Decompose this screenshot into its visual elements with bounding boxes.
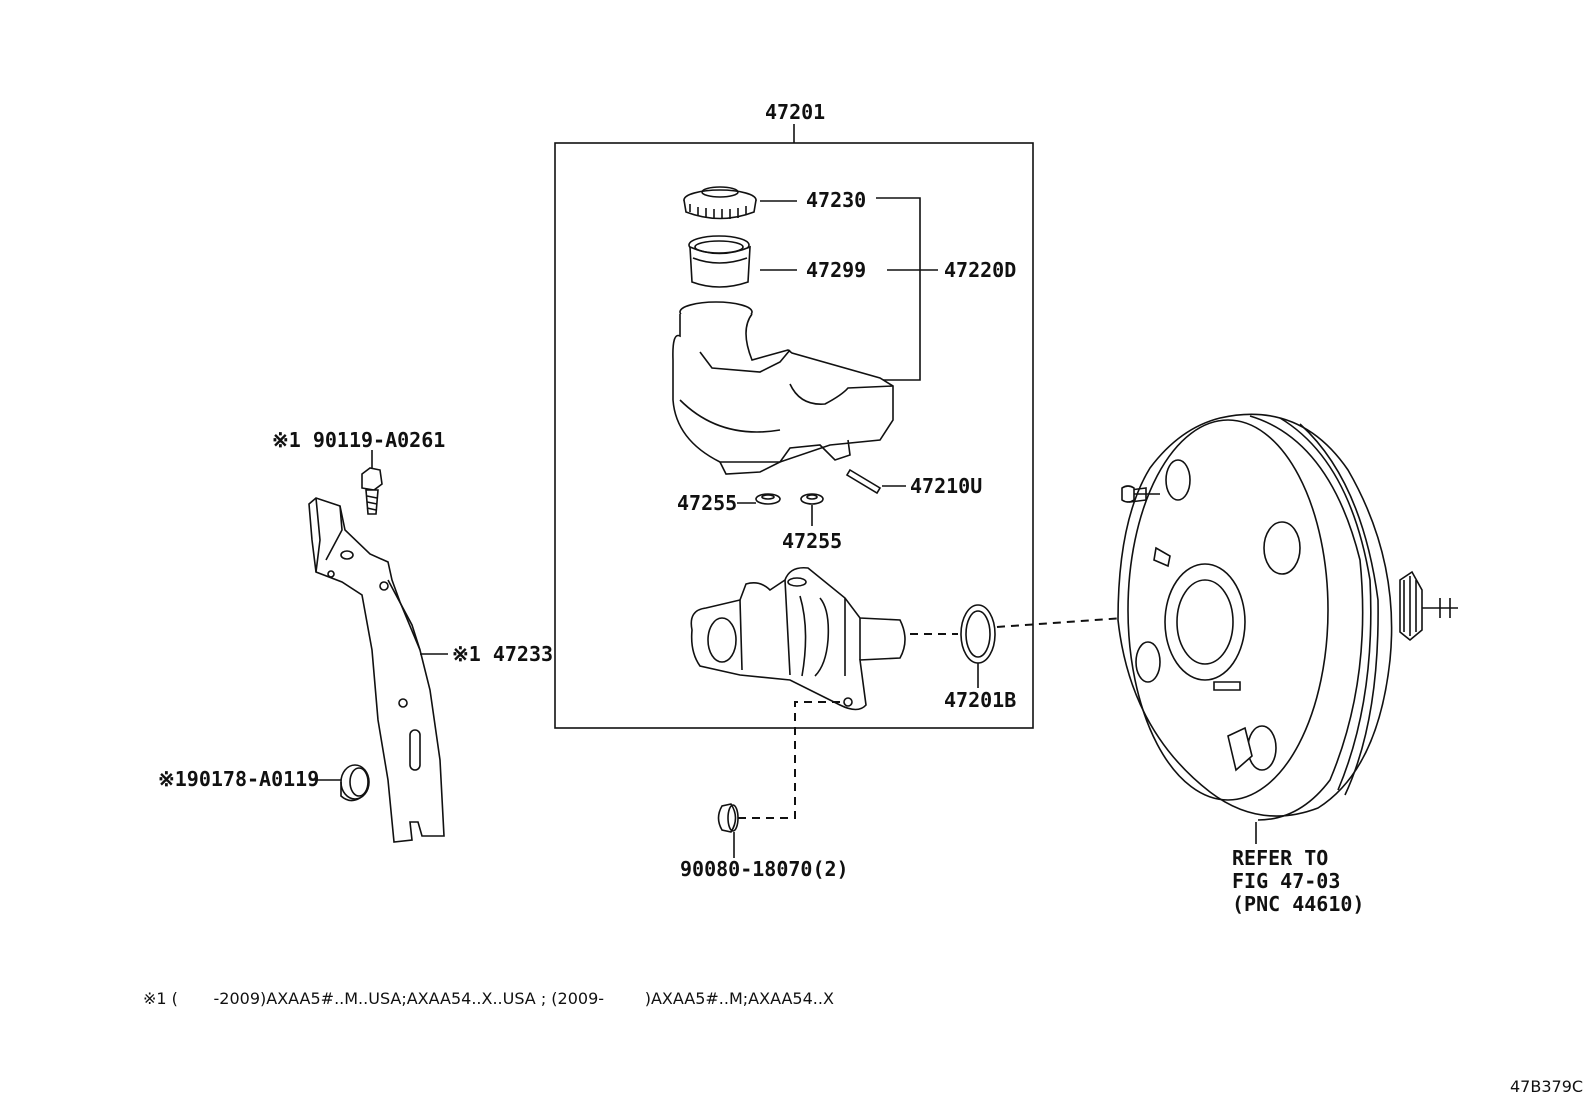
- refer-line-2: FIG 47-03: [1232, 869, 1340, 893]
- bracket[interactable]: [308, 497, 445, 843]
- reservoir-pin[interactable]: [845, 468, 882, 495]
- label-47201B[interactable]: 47201B: [944, 688, 1016, 712]
- grommet-right[interactable]: [800, 493, 824, 505]
- refer-line-1: REFER TO: [1232, 846, 1328, 870]
- nut[interactable]: [340, 764, 370, 802]
- label-47299[interactable]: 47299: [806, 258, 866, 282]
- bolt[interactable]: [361, 467, 383, 515]
- label-47255-right[interactable]: 47255: [782, 529, 842, 553]
- grommet-left[interactable]: [755, 493, 781, 505]
- master-cylinder[interactable]: [690, 566, 906, 711]
- label-47210U[interactable]: 47210U: [910, 474, 982, 498]
- reservoir-strainer[interactable]: [688, 235, 751, 288]
- brake-booster[interactable]: [1117, 413, 1458, 821]
- label-90080-18070[interactable]: 90080-18070(2): [680, 857, 849, 881]
- label-90178-A0119[interactable]: ※190178-A0119: [158, 767, 319, 791]
- plug[interactable]: [717, 803, 739, 833]
- label-47255-left[interactable]: 47255: [677, 491, 737, 515]
- label-47233[interactable]: ※1 47233: [452, 642, 553, 666]
- o-ring[interactable]: [960, 604, 996, 664]
- figure-id: 47B379C: [1510, 1077, 1583, 1096]
- reservoir-cap[interactable]: [683, 186, 757, 220]
- refer-line-3: (PNC 44610): [1232, 892, 1364, 916]
- label-47220D[interactable]: 47220D: [944, 258, 1016, 282]
- label-47201[interactable]: 47201: [765, 100, 825, 124]
- label-90119-A0261[interactable]: ※1 90119-A0261: [272, 428, 445, 452]
- label-47230[interactable]: 47230: [806, 188, 866, 212]
- applicability-footnote: ※1 ( -2009)AXAA5#..M..USA;AXAA54..X..USA…: [143, 989, 834, 1008]
- reservoir-tank[interactable]: [672, 301, 894, 475]
